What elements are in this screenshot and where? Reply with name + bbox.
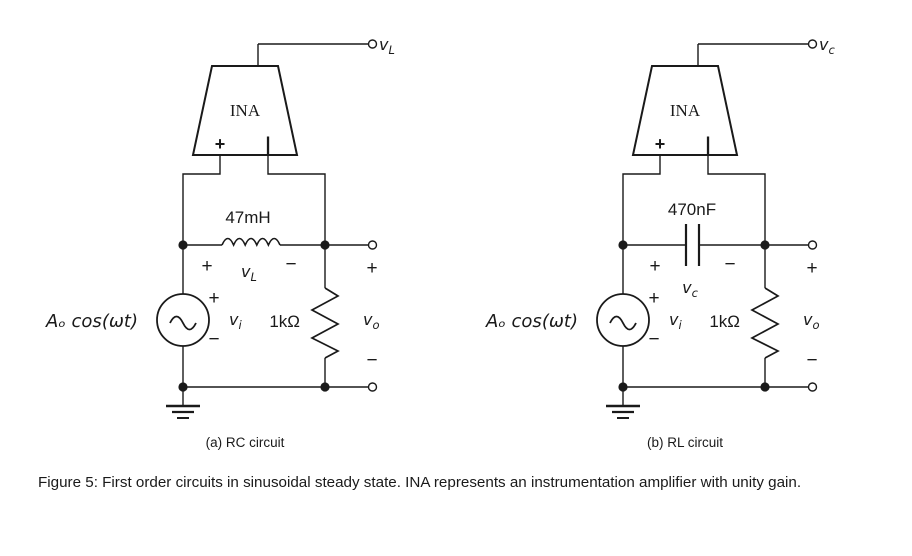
circuit-a-ina-label: INA	[230, 101, 261, 120]
circuit-a-output-plus-terminal	[367, 240, 378, 250]
circuit-a-ac-source-sine-glyph	[169, 315, 197, 331]
circuit-a-group: vL INA + | 47mH vL + − Aₒ cos(ωt)	[45, 35, 395, 450]
circuit-a-output-bottom-node	[320, 382, 330, 392]
circuit-a-output-voltage-label: vo	[363, 310, 380, 332]
circuit-a-resistor-value: 1kΩ	[269, 312, 300, 331]
circuit-a-inductor-coil	[221, 237, 281, 247]
circuit-b-output-plus-terminal	[807, 240, 818, 250]
circuit-b-source-expression: Aₒ cos(ωt)	[485, 311, 578, 332]
circuit-b-capacitor-value: 470nF	[668, 200, 716, 219]
circuit-b-output-terminal-node	[807, 39, 818, 49]
circuit-b-source-plus-sign: +	[648, 288, 659, 309]
circuit-a-output-minus-terminal	[367, 382, 378, 392]
circuit-b-ac-source-symbol	[596, 293, 650, 347]
circuit-a-ina-minus-input-lead	[267, 155, 326, 245]
circuit-a-output-terminal-node	[367, 39, 378, 49]
circuit-b-ina-minus-input-lead	[707, 155, 766, 245]
circuit-b-output-minus-sign: −	[806, 350, 817, 371]
circuit-a-ina-minus-terminal-label: |	[265, 134, 270, 154]
circuit-a-ac-source-symbol	[156, 293, 210, 347]
circuit-a-ina-body	[191, 65, 299, 156]
circuit-b-ina-plus-input-lead	[622, 155, 661, 245]
circuit-a-source-expression: Aₒ cos(ωt)	[45, 311, 138, 332]
circuit-b-ground-symbol	[606, 387, 640, 419]
circuit-b-ac-source-sine-glyph	[609, 315, 637, 331]
circuit-a-subcaption: (a) RC circuit	[206, 435, 285, 450]
circuit-a-output-minus-sign: −	[366, 350, 377, 371]
circuit-b-group: vc INA + | 470nF vc + − Aₒ c	[485, 35, 835, 450]
circuit-a-inductor-value: 47mH	[225, 208, 270, 227]
circuit-a-source-node-label: vi	[229, 310, 242, 332]
circuit-b-ina-body	[631, 65, 739, 156]
circuit-a-resistor-zigzag	[310, 287, 340, 359]
circuit-b-source-node-label: vi	[669, 310, 682, 332]
circuit-b-source-minus-sign: −	[648, 329, 659, 350]
circuit-a-inductor-minus-sign: −	[285, 254, 296, 275]
circuit-b-output-plus-sign: +	[806, 258, 817, 279]
circuit-b-resistor-zigzag	[750, 287, 780, 359]
circuit-b-ina-minus-terminal-label: |	[705, 134, 710, 154]
circuit-b-output-minus-terminal	[807, 382, 818, 392]
circuit-a-inductor-plus-sign: +	[201, 256, 212, 277]
figure-caption: Figure 5: First order circuits in sinuso…	[38, 474, 802, 491]
circuit-b-capacitor-voltage-label: vc	[682, 278, 698, 300]
circuit-b-output-label: vc	[819, 35, 835, 57]
circuit-b-capacitor-plus-sign: +	[649, 256, 660, 277]
circuit-b-output-bottom-node	[760, 382, 770, 392]
circuit-b-capacitor-minus-sign: −	[724, 254, 735, 275]
circuit-b-ina-plus-terminal-label: +	[655, 134, 666, 154]
circuit-b-output-voltage-label: vo	[803, 310, 820, 332]
circuit-a-ina-plus-terminal-label: +	[215, 134, 226, 154]
circuit-a-source-plus-sign: +	[208, 288, 219, 309]
circuit-a-source-minus-sign: −	[208, 329, 219, 350]
circuit-a-inductor-voltage-label: vL	[241, 262, 257, 284]
circuit-a-output-plus-sign: +	[366, 258, 377, 279]
circuit-b-subcaption: (b) RL circuit	[647, 435, 723, 450]
circuit-a-output-label: vL	[379, 35, 395, 57]
circuit-b-resistor-value: 1kΩ	[709, 312, 740, 331]
circuit-a-ground-symbol	[166, 387, 200, 419]
circuit-a-ina-plus-input-lead	[182, 155, 221, 245]
circuit-b-ina-label: INA	[670, 101, 701, 120]
